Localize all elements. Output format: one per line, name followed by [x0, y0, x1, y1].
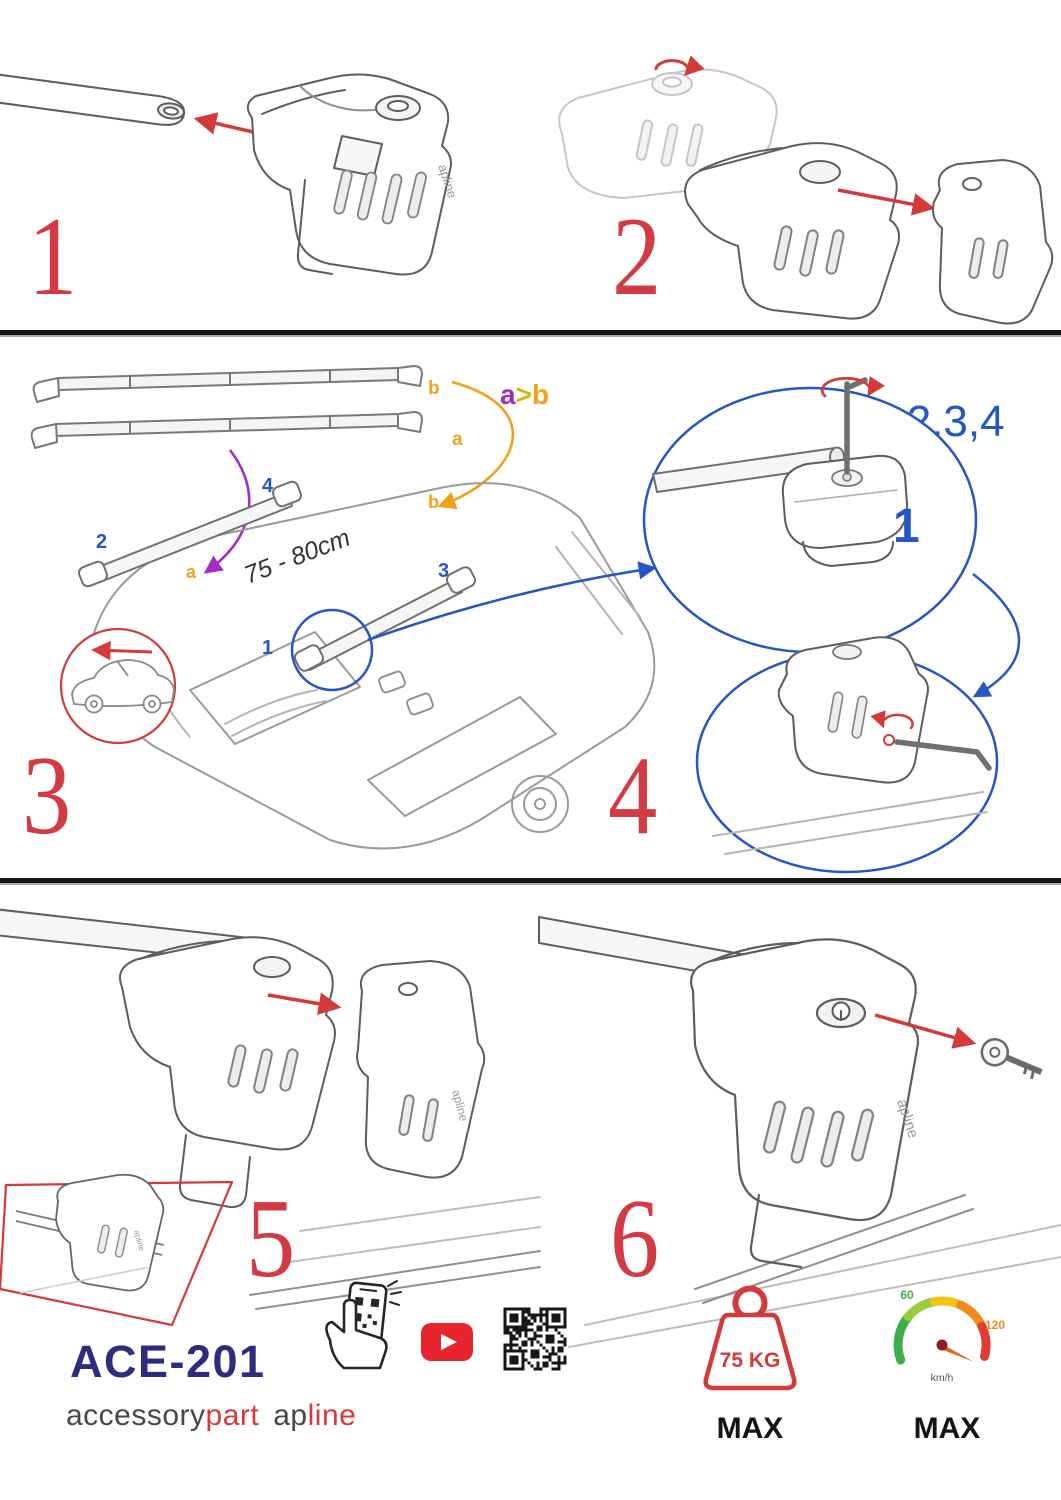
- step-2-number: 2: [612, 195, 662, 319]
- step-2-illustration: [558, 55, 1054, 325]
- roof-foot: [246, 73, 452, 276]
- max-load-value: 75 KG: [720, 1349, 781, 1372]
- turn-arrow-side: [870, 710, 914, 730]
- max-speed-icon: 60 120 km/h: [893, 1288, 1005, 1384]
- brand-part: part: [205, 1399, 260, 1432]
- tighten-side-detail: [712, 636, 992, 855]
- exploded-bar-a: [30, 411, 423, 449]
- max-load-icon: 75 KG: [703, 1285, 797, 1391]
- roof-foot: [119, 936, 336, 1209]
- bolt-hole-highlight: [883, 734, 895, 746]
- direction-arrow: [91, 640, 153, 661]
- dimension-label: 75 - 80cm: [240, 524, 354, 590]
- position-4: 4: [262, 475, 274, 497]
- step-4-illustration: 1,2,3,4 1: [642, 376, 1021, 874]
- cover-piece: [356, 960, 486, 1179]
- foot-vents: [333, 169, 427, 225]
- bar-a-label: a: [452, 429, 463, 450]
- step-5-illustration: apline apline: [0, 908, 541, 1327]
- installed-zone: apline: [0, 1173, 234, 1327]
- speed-max: 120: [985, 1318, 1005, 1332]
- step-6-number: 6: [610, 1177, 660, 1301]
- loose-clamps: [378, 670, 434, 716]
- bar-b-label: b: [428, 378, 440, 399]
- crossbar: [0, 73, 186, 126]
- speed-min: 60: [900, 1288, 914, 1302]
- car-direction-inset: [59, 627, 177, 745]
- detail-callout-circle: [290, 608, 374, 692]
- roof-a-label: a: [186, 562, 197, 582]
- step-1-illustration: apline: [0, 73, 460, 276]
- roof-foot: [684, 142, 900, 320]
- youtube-icon: [421, 1323, 473, 1361]
- order-note: a>b: [500, 379, 549, 410]
- lock-key: [980, 1038, 1043, 1080]
- order-arrow-b: [437, 380, 514, 510]
- detail-number: 1: [893, 500, 920, 553]
- step-4-number: 4: [608, 734, 658, 858]
- key-arrow: [874, 1013, 977, 1049]
- brand-ap: ap: [273, 1399, 308, 1432]
- step-3-number: 3: [22, 734, 72, 858]
- step-6-illustration: apline: [538, 916, 1061, 1348]
- insert-arrow: [193, 112, 254, 135]
- brand-accessory: accessory: [66, 1399, 206, 1432]
- roof-surface-lines: [249, 1196, 541, 1310]
- cover-piece: [932, 159, 1054, 325]
- roof-b-label: b: [428, 492, 439, 512]
- max-speed-label: MAX: [913, 1412, 981, 1445]
- speed-unit: km/h: [931, 1372, 954, 1384]
- mounted-bar-rear: [78, 480, 302, 588]
- roof-surface-lines: [568, 1194, 1061, 1348]
- step-1-number: 1: [28, 195, 78, 319]
- exploded-bar-b: [32, 365, 423, 403]
- roof-foot: [690, 938, 920, 1269]
- bubble-connector: [972, 573, 1021, 698]
- hand: [325, 1298, 388, 1370]
- attach-arrow: [267, 992, 342, 1015]
- section-divider-2: [0, 878, 1061, 883]
- qr-code: [502, 1306, 568, 1372]
- section-divider-1: [0, 330, 1061, 335]
- attach-arrow: [837, 188, 936, 216]
- qr-scan-phone-icon: [325, 1280, 402, 1370]
- tighten-top-detail: [652, 376, 909, 567]
- model-number: ACE-201: [70, 1336, 266, 1387]
- allen-key-side: [894, 739, 992, 771]
- max-load-label: MAX: [716, 1412, 784, 1445]
- brand-line: line: [307, 1399, 357, 1432]
- mounted-bar-front: [293, 566, 477, 672]
- step-3-illustration: b a a>b: [30, 365, 657, 850]
- position-1: 1: [262, 637, 273, 659]
- position-3: 3: [438, 560, 449, 582]
- position-2: 2: [96, 531, 107, 553]
- rotate-arrow: [654, 55, 705, 77]
- step-5-number: 5: [246, 1177, 296, 1301]
- detail-callout-arrow: [367, 561, 657, 642]
- turn-arrow: [820, 376, 885, 398]
